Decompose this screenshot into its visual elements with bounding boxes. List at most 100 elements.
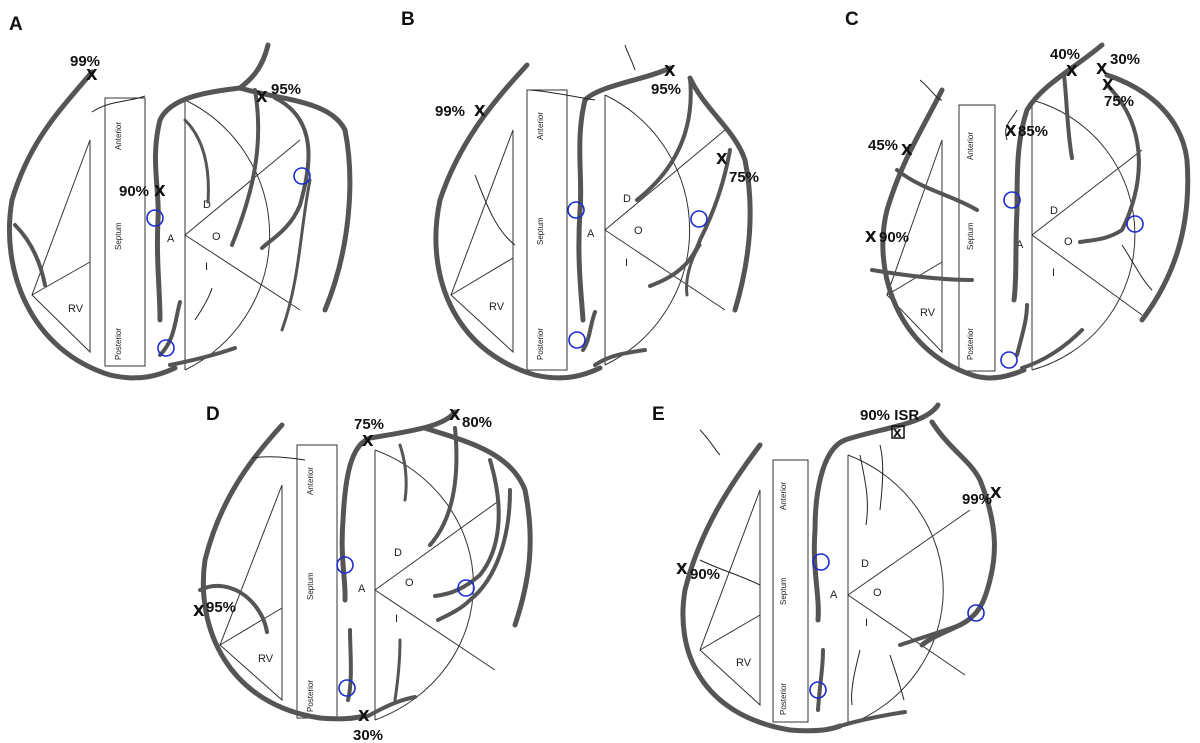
lad-vessel [811,402,941,623]
small-branch [859,454,868,526]
pda-vessel [158,300,182,357]
rv-label: RV [736,657,752,669]
segment-a-label: A [1016,239,1024,251]
lcx-vessel [422,425,533,628]
septum-box [296,444,338,719]
rv-line [31,261,91,296]
panel-d-diagram: Anterior Septum Posterior RV D A O I X 7… [193,406,533,743]
rv-triangle [699,489,761,707]
segment-a-label: A [358,583,366,595]
stenosis-marker: X [358,707,370,725]
anterior-label: Anterior [306,467,315,495]
posterior-label: Posterior [536,328,545,360]
rv-label: RV [68,303,84,315]
panel-a-letter: A [9,14,23,35]
stenosis-percent: 90% [879,229,909,246]
rv-branch-vessel [198,583,269,634]
rv-label: RV [489,301,505,313]
rv-branch-vessel [895,168,979,212]
segment-i-label: I [1052,267,1055,279]
panel-e-diagram: Anterior Septum Posterior RV D A O I X 9… [676,402,1002,734]
segment-d-label: D [623,193,631,205]
stenosis-marker: X [990,484,1002,502]
segment-d-label: D [1050,205,1058,217]
segment-a-label: A [830,589,838,601]
stenosis-marker: X [449,406,461,424]
stenosis-percent: 85% [1018,123,1048,140]
rv-line [886,261,943,296]
branch-vessel [393,638,402,702]
stenosis-percent: 95% [651,81,681,98]
stenosis-percent: 90% [690,566,720,583]
panel-a-diagram: Anterior Septum Posterior RV D A O I X 9… [6,42,353,381]
branch-vessel [898,623,962,647]
collateral-circle [338,679,356,697]
small-branch [529,89,596,101]
segment-i-label: I [395,613,398,625]
segment-o-label: O [873,587,882,599]
septum-box [104,97,146,367]
rv-line [699,614,761,651]
stenosis-marker: X [1005,122,1017,140]
stenosis-percent: 95% [206,599,236,616]
panel-c-diagram: Anterior Septum Posterior RV D A O I X 4… [865,42,1191,381]
small-branch [851,649,861,706]
rv-branch-vessel [870,268,974,282]
bullseye-outline [847,454,944,726]
stenosis-marker: X [362,432,374,450]
small-branch [889,654,905,701]
small-branch [251,456,306,461]
anterior-label: Anterior [536,112,545,140]
segment-line [847,594,966,676]
anterior-label: Anterior [114,122,123,150]
segment-line [847,509,971,596]
collateral-circle [1003,191,1021,209]
collateral-circle [568,331,586,349]
panel-b-diagram: Anterior Septum Posterior RV D A O I X 9… [433,44,759,381]
rv-label: RV [258,653,274,665]
rca-vessel [433,62,603,381]
segment-i-label: I [205,261,208,273]
plb-vessel [838,710,907,728]
stenosis-marker: X [474,102,486,120]
panel-c-letter: C [845,9,859,30]
stenosis-marker: X [676,560,688,578]
stenosis-percent: 75% [729,169,759,186]
collateral-circle [1000,351,1018,369]
stenosis-percent: 45% [868,137,898,154]
rca-vessel [680,442,843,734]
bullseye-outline [604,94,691,366]
lcx-vessel [687,75,753,313]
pda-vessel [581,310,597,352]
panel-e-letter: E [652,404,665,425]
collateral-circle [293,167,311,185]
collateral-circle [457,579,475,597]
anterior-label: Anterior [779,482,788,510]
posterior-label: Posterior [114,328,123,360]
rca-vessel [880,87,1027,381]
segment-line [1031,234,1143,316]
segment-i-label: I [625,257,628,269]
in-stent-restenosis-box [891,425,905,439]
diagonal-vessel [428,426,459,547]
lad-vessel [339,409,458,603]
collateral-circle [690,210,708,228]
small-branch [919,79,943,101]
collateral-circle [809,681,827,699]
plb-vessel [1020,328,1084,370]
rca-vessel [200,422,368,722]
branch-vessel [436,488,512,622]
lad-vessel [1011,42,1105,303]
obtuse-marginal-vessel [260,96,311,250]
obtuse-marginal-vessel [1078,83,1141,244]
stenosis-marker: X [1066,62,1078,80]
rv-triangle [31,139,91,354]
posterior-label: Posterior [306,680,315,712]
segment-line [604,129,726,231]
rv-triangle [886,139,943,354]
segment-line [374,499,501,591]
obtuse-marginal-vessel [433,458,501,598]
diagonal-vessel [1062,73,1074,160]
branch-vessel [183,118,210,204]
septum-label: Septum [779,577,788,605]
